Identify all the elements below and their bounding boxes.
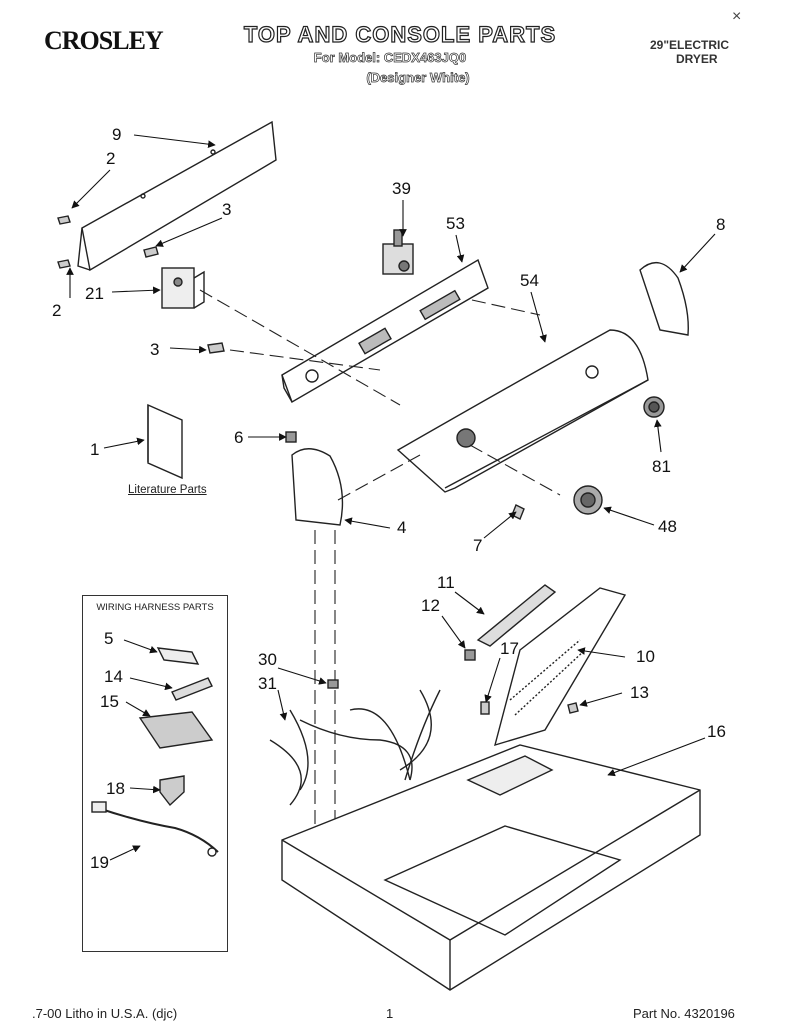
- part-10-lint-screen: [494, 587, 627, 747]
- callout-3-lower: 3: [150, 340, 159, 359]
- appliance-type-line1: 29"ELECTRIC: [650, 38, 730, 52]
- model-line: For Model: CEDX463JQ0: [313, 50, 467, 66]
- part-48-knob: [573, 485, 603, 515]
- callout-48: 48: [658, 517, 677, 536]
- callout-18: 18: [106, 779, 125, 798]
- appliance-type-line2: DRYER: [676, 52, 718, 66]
- part-8-endcap-right: [639, 261, 689, 336]
- brand-logo: CROSLEY: [44, 26, 164, 55]
- callout-6: 6: [234, 428, 243, 447]
- part-3-screw-lower: [207, 342, 225, 354]
- part-17-screw: [480, 701, 490, 715]
- part-53-panel: [281, 258, 489, 404]
- callout-14: 14: [104, 667, 123, 686]
- callout-39: 39: [392, 179, 411, 198]
- callout-17: 17: [500, 639, 519, 658]
- wiring-harness-title: WIRING HARNESS PARTS: [96, 602, 214, 613]
- callout-15: 15: [100, 692, 119, 711]
- part-11-filter-cover: [476, 584, 557, 647]
- part-4-endcap-left: [291, 448, 344, 526]
- callout-21: 21: [85, 284, 104, 303]
- part-2-screw-lower: [57, 259, 71, 269]
- part-81-knob: [643, 396, 665, 418]
- footer-litho: .7-00 Litho in U.S.A. (djc): [32, 1006, 178, 1021]
- callout-10: 10: [636, 647, 655, 666]
- callout-7: 7: [473, 536, 482, 555]
- part-6-screw: [285, 431, 297, 443]
- part-5-connector: [156, 647, 200, 665]
- part-1-literature: [147, 403, 183, 480]
- footer-page-number: 1: [386, 1006, 394, 1021]
- callout-1: 1: [90, 440, 99, 459]
- callout-11: 11: [437, 573, 455, 592]
- part-21-switch: [161, 267, 205, 309]
- part-14-terminal: [171, 677, 213, 701]
- part-13-screw: [567, 702, 579, 714]
- page-title: TOP AND CONSOLE PARTS: [243, 21, 557, 47]
- part-30-clip: [327, 679, 339, 689]
- callout-2-lower: 2: [52, 301, 61, 320]
- color-line: (Designer White): [366, 70, 470, 86]
- part-7-screw: [511, 504, 525, 520]
- callout-19: 19: [90, 853, 109, 872]
- wiring-harness-box: [82, 595, 228, 952]
- part-2-screw-upper: [57, 215, 71, 225]
- callout-5: 5: [104, 629, 113, 648]
- part-54-console: [396, 329, 649, 493]
- footer-part-number: Part No. 4320196: [633, 1006, 735, 1021]
- callout-9: 9: [112, 125, 121, 144]
- callout-30: 30: [258, 650, 277, 669]
- callout-3-upper: 3: [222, 200, 231, 219]
- part-39-timer: [382, 229, 414, 275]
- part-3-screw-upper: [143, 246, 159, 258]
- callout-31: 31: [258, 674, 277, 693]
- part-16-top: [281, 744, 701, 991]
- callout-8: 8: [716, 215, 725, 234]
- part-12-clip: [464, 649, 476, 661]
- part-19-cord: [91, 801, 219, 857]
- close-icon[interactable]: ×: [732, 8, 742, 25]
- callout-13: 13: [630, 683, 649, 702]
- part-31-harness: [269, 689, 441, 806]
- part-15-terminal-block: [138, 711, 214, 749]
- callout-81: 81: [652, 457, 671, 476]
- callout-53: 53: [446, 214, 465, 233]
- literature-parts-label: Literature Parts: [128, 484, 207, 496]
- callout-2-upper: 2: [106, 149, 115, 168]
- callout-4: 4: [397, 518, 406, 537]
- part-9-bracket: [77, 120, 277, 272]
- callout-16: 16: [707, 722, 726, 741]
- callout-54: 54: [520, 271, 539, 290]
- callout-12: 12: [421, 596, 440, 615]
